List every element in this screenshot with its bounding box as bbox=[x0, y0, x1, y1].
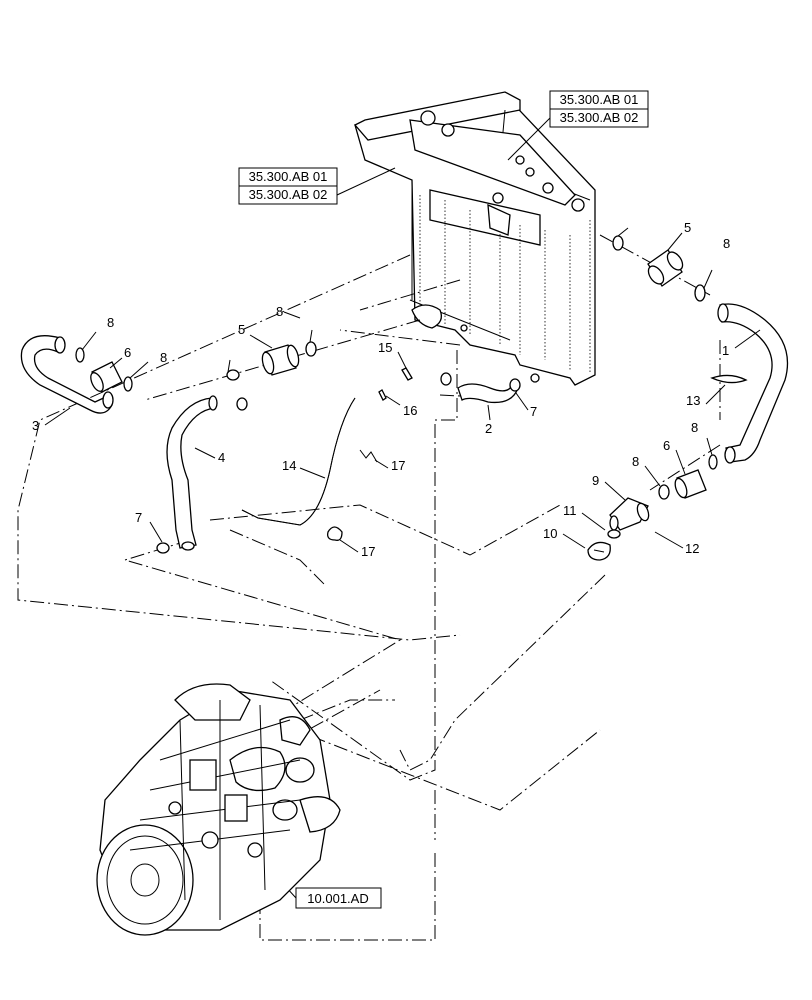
svg-text:5: 5 bbox=[238, 322, 245, 337]
ref-label: 35.300.AB 01 bbox=[560, 92, 639, 107]
svg-text:17: 17 bbox=[361, 544, 375, 559]
fitting-15[interactable] bbox=[401, 367, 413, 381]
svg-text:15: 15 bbox=[378, 340, 392, 355]
svg-text:6: 6 bbox=[663, 438, 670, 453]
svg-text:11: 11 bbox=[563, 503, 577, 518]
clamp-10[interactable] bbox=[587, 541, 611, 561]
callout-5-right[interactable]: 5 bbox=[667, 220, 691, 251]
spring-17-a[interactable] bbox=[359, 449, 378, 463]
callout-1[interactable]: 1 bbox=[722, 329, 761, 358]
clamp-8-right-b[interactable] bbox=[658, 484, 670, 500]
hose-4[interactable] bbox=[166, 395, 218, 551]
coupler-6-left[interactable] bbox=[88, 361, 123, 393]
callout-6-right[interactable]: 6 bbox=[663, 438, 686, 475]
callout-8-e[interactable]: 8 bbox=[691, 420, 698, 435]
callout-2[interactable]: 2 bbox=[485, 404, 492, 436]
ref-label: 35.300.AB 02 bbox=[560, 110, 639, 125]
ring-11[interactable] bbox=[607, 529, 621, 539]
clamp-top-radiator[interactable] bbox=[612, 227, 629, 251]
engine-assembly bbox=[96, 683, 341, 936]
callout-7-left[interactable]: 7 bbox=[135, 510, 163, 543]
svg-text:8: 8 bbox=[632, 454, 639, 469]
coupler-5-right[interactable] bbox=[645, 249, 685, 287]
clamp-left-low[interactable] bbox=[236, 397, 248, 411]
callout-9[interactable]: 9 bbox=[592, 473, 626, 501]
fitting-16[interactable] bbox=[378, 389, 387, 401]
svg-text:8: 8 bbox=[107, 315, 114, 330]
ref-box-radiator-left[interactable]: 35.300.AB 01 35.300.AB 02 bbox=[238, 167, 396, 205]
callouts: 1 2 3 4 5 5 6 bbox=[32, 220, 761, 559]
svg-text:8: 8 bbox=[691, 420, 698, 435]
svg-text:8: 8 bbox=[723, 236, 730, 251]
callout-14[interactable]: 14 bbox=[282, 458, 326, 479]
callout-12[interactable]: 12 bbox=[654, 531, 699, 556]
svg-text:1: 1 bbox=[722, 343, 729, 358]
radiator-assembly bbox=[353, 91, 596, 386]
svg-text:2: 2 bbox=[485, 421, 492, 436]
callout-8-d[interactable]: 8 bbox=[723, 236, 730, 251]
hose-2[interactable] bbox=[440, 372, 521, 404]
svg-text:7: 7 bbox=[135, 510, 142, 525]
svg-text:12: 12 bbox=[685, 541, 699, 556]
grommet-17-b[interactable] bbox=[327, 526, 343, 541]
clamp-8-top-right[interactable] bbox=[694, 269, 713, 302]
svg-text:17: 17 bbox=[391, 458, 405, 473]
callout-13[interactable]: 13 bbox=[686, 384, 726, 408]
svg-text:6: 6 bbox=[124, 345, 131, 360]
band-13[interactable] bbox=[710, 374, 748, 384]
pipe-9[interactable] bbox=[609, 497, 651, 531]
callout-17-b[interactable]: 17 bbox=[339, 539, 375, 559]
coupler-5-left[interactable] bbox=[260, 344, 300, 376]
svg-text:3: 3 bbox=[32, 418, 39, 433]
callout-10[interactable]: 10 bbox=[543, 526, 586, 549]
callout-8-f[interactable]: 8 bbox=[632, 454, 661, 487]
clamp-7-left[interactable] bbox=[156, 542, 170, 554]
svg-text:7: 7 bbox=[530, 404, 537, 419]
callout-8-b[interactable]: 8 bbox=[160, 350, 167, 365]
svg-text:4: 4 bbox=[218, 450, 225, 465]
clamp-8-left-c[interactable] bbox=[305, 329, 317, 357]
svg-text:13: 13 bbox=[686, 393, 700, 408]
callout-15[interactable]: 15 bbox=[378, 340, 407, 369]
callout-8-a[interactable]: 8 bbox=[107, 315, 114, 330]
svg-text:8: 8 bbox=[160, 350, 167, 365]
svg-text:5: 5 bbox=[684, 220, 691, 235]
callout-17-a[interactable]: 17 bbox=[374, 458, 405, 473]
hose-1[interactable] bbox=[717, 303, 789, 464]
ref-box-radiator-top[interactable]: 35.300.AB 01 35.300.AB 02 bbox=[507, 90, 649, 161]
callout-6-left[interactable]: 6 bbox=[109, 345, 131, 369]
svg-text:9: 9 bbox=[592, 473, 599, 488]
ref-label: 10.001.AD bbox=[307, 891, 368, 906]
svg-text:10: 10 bbox=[543, 526, 557, 541]
callout-8-c[interactable]: 8 bbox=[276, 304, 301, 319]
svg-text:8: 8 bbox=[276, 304, 283, 319]
callout-16[interactable]: 16 bbox=[385, 395, 417, 418]
callout-5-left[interactable]: 5 bbox=[238, 322, 273, 349]
svg-text:14: 14 bbox=[282, 458, 296, 473]
callout-3[interactable]: 3 bbox=[32, 407, 71, 433]
callout-11[interactable]: 11 bbox=[563, 503, 606, 531]
callout-4[interactable]: 4 bbox=[194, 447, 225, 465]
clamp-left-small[interactable] bbox=[226, 359, 240, 381]
clamp-8-left-a[interactable] bbox=[75, 331, 97, 363]
ref-label: 35.300.AB 02 bbox=[249, 187, 328, 202]
tube-14[interactable] bbox=[241, 397, 356, 526]
clamp-8-right-a[interactable] bbox=[706, 437, 718, 470]
coupler-6-right[interactable] bbox=[673, 469, 707, 499]
ref-label: 35.300.AB 01 bbox=[249, 169, 328, 184]
hose-3[interactable] bbox=[20, 335, 114, 414]
callout-7-mid[interactable]: 7 bbox=[515, 392, 537, 419]
clamp-8-left-b[interactable] bbox=[123, 361, 149, 392]
svg-text:16: 16 bbox=[403, 403, 417, 418]
